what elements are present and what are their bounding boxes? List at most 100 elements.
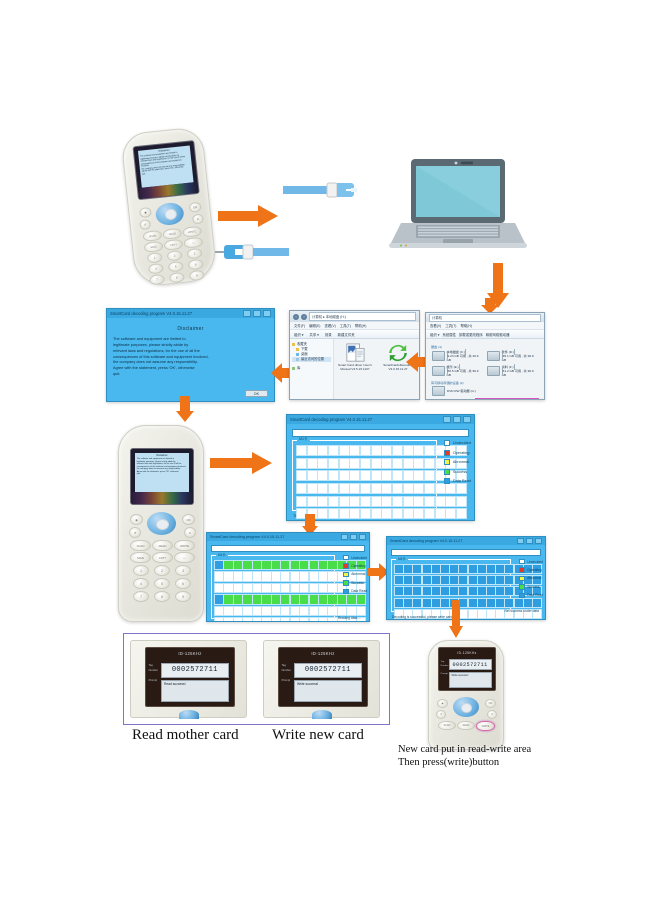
sector-cell[interactable]: [402, 445, 414, 457]
sector-cell[interactable]: [532, 597, 543, 608]
menu-tools[interactable]: 工具(T): [445, 324, 457, 328]
sector-grid[interactable]: [296, 445, 467, 520]
key-read[interactable]: READ: [162, 227, 183, 240]
sector-cell[interactable]: [306, 457, 318, 469]
key-9[interactable]: 9: [188, 269, 205, 282]
sector-cell[interactable]: [349, 457, 361, 469]
sector-cell[interactable]: [359, 457, 372, 469]
address-bar[interactable]: 计算机 ▸ 本地磁盘 (H:): [309, 312, 416, 321]
menu-view[interactable]: 查看(V): [430, 324, 442, 328]
sector-cell[interactable]: [349, 445, 361, 457]
key-9-b[interactable]: 9: [175, 591, 191, 602]
sector-cell[interactable]: [349, 470, 361, 482]
key-3[interactable]: 3: [186, 247, 203, 260]
sector-cell[interactable]: [338, 457, 350, 469]
sector-cell[interactable]: [391, 482, 404, 495]
toolbar-system-properties[interactable]: 系统属性: [442, 332, 456, 337]
final-key-write[interactable]: WRITE: [476, 721, 495, 731]
sector-cell[interactable]: [359, 470, 372, 482]
drive-item[interactable]: DVD RW 驱动器 (G:): [432, 386, 482, 397]
sector-cell[interactable]: [306, 470, 318, 482]
sector-cell[interactable]: [338, 445, 350, 457]
minimize-icon[interactable]: [341, 534, 348, 540]
manual-input-button[interactable]: Manual input: [369, 520, 398, 521]
key-2-b[interactable]: 2: [154, 565, 170, 576]
sector-cell[interactable]: [296, 445, 308, 457]
sector-cell[interactable]: [445, 470, 457, 482]
key-back-2[interactable]: ↺: [129, 527, 141, 538]
sector-cell[interactable]: [402, 495, 414, 507]
sector-cell[interactable]: [532, 575, 543, 586]
sector-cell[interactable]: [338, 508, 350, 520]
minimize-icon[interactable]: [243, 310, 251, 317]
sector-cell[interactable]: [445, 482, 457, 495]
sector-cell[interactable]: [391, 457, 404, 469]
sector-cell[interactable]: [455, 445, 467, 457]
sector-cell[interactable]: [355, 571, 367, 582]
nav-item-downloads[interactable]: 下载: [292, 347, 331, 352]
mini-dpad-read[interactable]: [179, 710, 199, 719]
sector-cell[interactable]: [370, 508, 382, 520]
sector-cell[interactable]: [391, 495, 404, 507]
sector-cell[interactable]: [327, 470, 340, 482]
sector-cell[interactable]: [434, 508, 446, 520]
sector-cell[interactable]: [455, 508, 467, 520]
mini-dpad-write[interactable]: [312, 710, 332, 719]
final-key-clear[interactable]: C: [487, 710, 497, 719]
final-key-read[interactable]: READ: [457, 721, 475, 730]
back-icon[interactable]: ‹: [293, 313, 299, 320]
toolbar-share[interactable]: 共享 ▾: [309, 332, 319, 337]
sector-cell[interactable]: [532, 564, 543, 575]
sector-cell[interactable]: [338, 470, 350, 482]
drive-item[interactable]: 资料 (F:) 61.2 GB 可用 , 共 99.9 GB: [487, 364, 537, 377]
key-save[interactable]: SAVE: [143, 240, 164, 253]
sector-cell[interactable]: [413, 445, 425, 457]
window-controls[interactable]: [243, 310, 271, 317]
sector-cell[interactable]: [327, 508, 340, 520]
sector-cell[interactable]: [381, 508, 393, 520]
sector-cell[interactable]: [381, 470, 393, 482]
key-2[interactable]: 2: [166, 249, 183, 262]
sector-cell[interactable]: [381, 495, 393, 507]
sector-cell[interactable]: [296, 495, 308, 507]
sector-cell[interactable]: [317, 457, 329, 469]
key-1[interactable]: 1: [146, 252, 163, 264]
sector-cell[interactable]: [370, 482, 382, 495]
sector-cell[interactable]: [359, 445, 372, 457]
sector-cell[interactable]: [455, 457, 467, 469]
sector-cell[interactable]: [359, 495, 372, 507]
maximize-icon[interactable]: [453, 416, 461, 423]
key-8-b[interactable]: 8: [154, 591, 170, 602]
key-scan-2[interactable]: SCAN: [130, 540, 151, 551]
sector-cell[interactable]: [413, 482, 425, 495]
key-7[interactable]: 7: [149, 273, 166, 286]
sector-cell[interactable]: [423, 482, 436, 495]
drive-item[interactable]: 娱乐 (E:) 58.5 GB 可用 , 共 99.9 GB: [432, 364, 482, 377]
sector-cell[interactable]: [296, 470, 308, 482]
key-5[interactable]: 5: [167, 260, 184, 273]
nav-item-desktop[interactable]: 桌面: [292, 352, 331, 357]
nav-item-libraries[interactable]: 库: [292, 366, 331, 371]
menu-file[interactable]: 文件(F): [294, 324, 306, 328]
sector-cell[interactable]: [413, 508, 425, 520]
sector-cell[interactable]: [338, 482, 350, 495]
key-power[interactable]: ◉: [138, 206, 152, 219]
sector-cell[interactable]: [445, 508, 457, 520]
sector-cell[interactable]: [317, 508, 329, 520]
sector-cell[interactable]: [306, 482, 318, 495]
key-3-b[interactable]: 3: [175, 565, 191, 576]
menu-edit[interactable]: 编辑(E): [309, 324, 321, 328]
close-icon[interactable]: [535, 538, 542, 544]
key-back[interactable]: ↺: [139, 219, 152, 231]
sector-cell[interactable]: [532, 586, 543, 597]
key-4[interactable]: 4: [147, 262, 164, 275]
sector-cell[interactable]: [370, 495, 382, 507]
sector-cell[interactable]: [381, 445, 393, 457]
sector-cell[interactable]: [434, 470, 446, 482]
sector-cell[interactable]: [423, 470, 436, 482]
sector-cell[interactable]: [355, 605, 367, 617]
key-7-b[interactable]: 7: [133, 591, 149, 602]
key-read-2[interactable]: READ: [152, 540, 173, 551]
start-decoding-button[interactable]: Start decoding: [334, 520, 365, 521]
close-icon[interactable]: [263, 310, 271, 317]
